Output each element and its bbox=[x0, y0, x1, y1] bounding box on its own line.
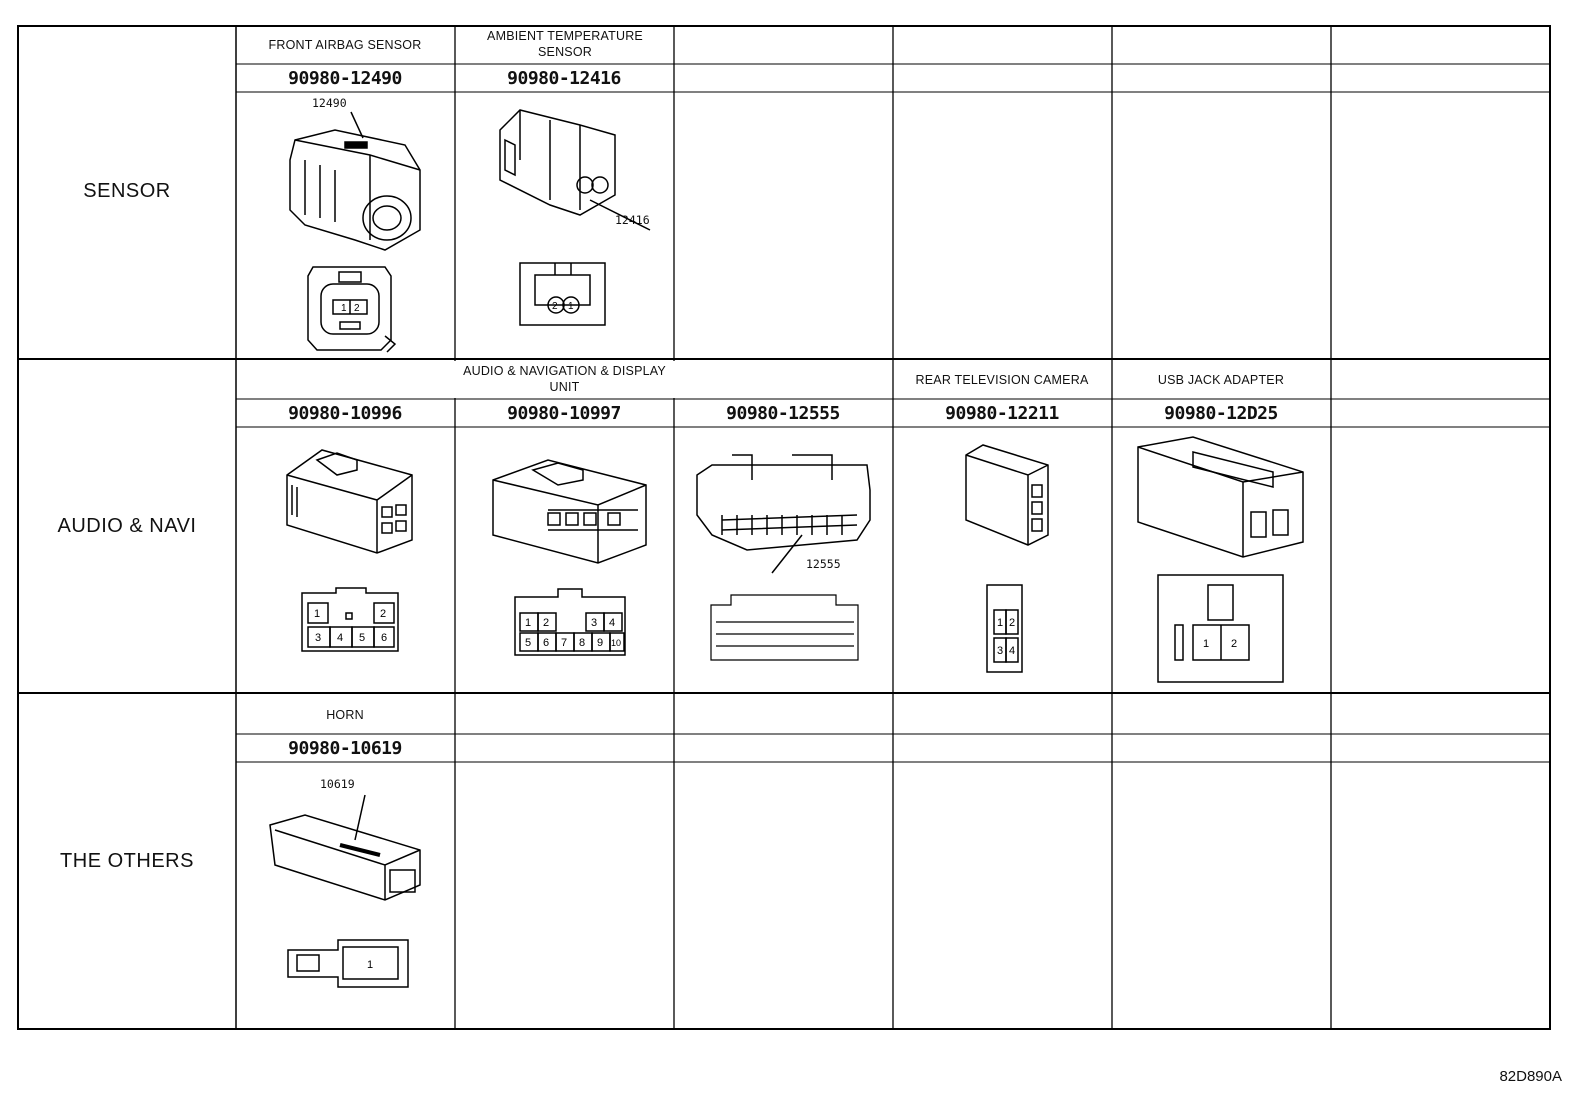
pin-10997-4: 4 bbox=[609, 617, 615, 629]
pin-12211-3: 3 bbox=[997, 645, 1003, 657]
part-number-12d25: 90980-12D25 bbox=[1164, 403, 1278, 424]
row-label-audio-navi: AUDIO & NAVI bbox=[57, 515, 197, 537]
pin-10997-1: 1 bbox=[525, 617, 531, 629]
front-airbag-sensor-connector-drawing bbox=[289, 111, 421, 251]
front-airbag-sensor-face-drawing: 1 2 bbox=[307, 266, 397, 353]
pin-12211-4: 4 bbox=[1009, 645, 1015, 657]
pin-12d25-1: 1 bbox=[1203, 638, 1209, 650]
horn-connector-drawing bbox=[269, 794, 421, 901]
cell-title-front-airbag-sensor: FRONT AIRBAG SENSOR bbox=[268, 38, 422, 52]
part-number-12490: 90980-12490 bbox=[288, 68, 402, 89]
pin-10996-3: 3 bbox=[315, 632, 321, 644]
pin-12d25-2: 2 bbox=[1231, 638, 1237, 650]
pin-10996-4: 4 bbox=[337, 632, 343, 644]
ambient-pin-2: 2 bbox=[552, 301, 558, 312]
pin-10619-1: 1 bbox=[367, 959, 373, 971]
pin-10997-6: 6 bbox=[543, 637, 549, 649]
rear-camera-connector-drawing bbox=[965, 444, 1049, 546]
usb-jack-connector-drawing bbox=[1137, 436, 1304, 558]
airbag-pin-2: 2 bbox=[354, 303, 360, 314]
row-label-sensor: SENSOR bbox=[83, 180, 171, 202]
pin-10996-6: 6 bbox=[381, 632, 387, 644]
part-number-10619: 90980-10619 bbox=[288, 738, 402, 759]
pin-10996-5: 5 bbox=[359, 632, 365, 644]
connector-10997-drawing bbox=[492, 459, 647, 564]
pin-10997-8: 8 bbox=[579, 637, 585, 649]
pin-10997-2: 2 bbox=[543, 617, 549, 629]
group-title-audio-navigation-display: AUDIO & NAVIGATION & DISPLAY UNIT bbox=[463, 364, 666, 394]
horn-face-drawing: 1 bbox=[287, 939, 409, 988]
part-number-10997: 90980-10997 bbox=[507, 403, 621, 424]
pin-10996-2: 2 bbox=[380, 608, 386, 620]
pin-10997-9: 9 bbox=[597, 637, 603, 649]
pin-10997-3: 3 bbox=[591, 617, 597, 629]
cell-title-ambient-temperature-sensor: AMBIENT TEMPERATURE SENSOR bbox=[487, 29, 643, 59]
ambient-pin-1: 1 bbox=[568, 301, 574, 312]
ambient-temp-sensor-connector-drawing bbox=[499, 109, 651, 231]
callout-12490: 12490 bbox=[312, 96, 347, 110]
figure-code: 82D890A bbox=[1499, 1068, 1562, 1085]
pin-10997-7: 7 bbox=[561, 637, 567, 649]
ambient-temp-sensor-face-drawing: 2 1 bbox=[519, 262, 606, 326]
pin-12211-1: 1 bbox=[997, 617, 1003, 629]
connector-10997-face-drawing: 1 2 3 4 5 6 7 8 9 10 bbox=[514, 588, 626, 656]
pin-12211-2: 2 bbox=[1009, 617, 1015, 629]
connector-12555-face-drawing bbox=[710, 594, 859, 661]
pin-10997-10: 10 bbox=[611, 638, 621, 648]
cell-title-usb-jack-adapter: USB JACK ADAPTER bbox=[1157, 373, 1285, 387]
part-number-12555: 90980-12555 bbox=[726, 403, 840, 424]
connector-10996-drawing bbox=[286, 449, 413, 554]
rear-camera-face-drawing: 1 2 3 4 bbox=[986, 584, 1023, 673]
part-number-10996: 90980-10996 bbox=[288, 403, 402, 424]
part-number-12416: 90980-12416 bbox=[507, 68, 621, 89]
pin-10996-1: 1 bbox=[314, 608, 320, 620]
usb-jack-face-drawing: 1 2 bbox=[1157, 574, 1284, 683]
airbag-pin-1: 1 bbox=[341, 303, 347, 314]
cell-title-rear-television-camera: REAR TELEVISION CAMERA bbox=[915, 373, 1089, 387]
connector-10996-face-drawing: 1 2 3 4 5 6 bbox=[301, 587, 399, 652]
row-label-the-others: THE OTHERS bbox=[60, 850, 194, 872]
connector-12555-drawing bbox=[696, 454, 871, 574]
callout-10619: 10619 bbox=[320, 777, 355, 791]
cell-title-horn: HORN bbox=[326, 708, 364, 722]
callout-12555: 12555 bbox=[806, 557, 841, 571]
pin-10997-5: 5 bbox=[525, 637, 531, 649]
part-number-12211: 90980-12211 bbox=[945, 403, 1059, 424]
